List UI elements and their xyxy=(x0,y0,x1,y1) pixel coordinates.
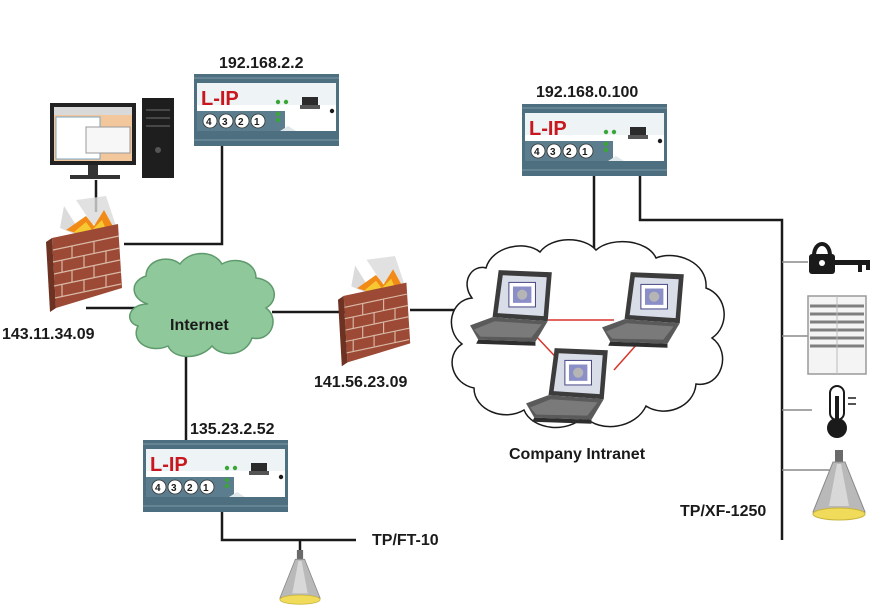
lip-right-port-4: 4 xyxy=(534,147,540,158)
desktop-computer[interactable] xyxy=(50,98,174,179)
lip-top-brand: L-IP xyxy=(201,88,239,110)
lip-right-port-3: 3 xyxy=(550,147,556,158)
lip-top-ip-label: 192.168.2.2 xyxy=(219,55,304,72)
lip-bottom-port-3: 3 xyxy=(171,483,177,494)
lamp-icon-tpft[interactable] xyxy=(279,550,321,605)
link-firewall-lip-top xyxy=(124,146,224,246)
lip-top-port-3: 3 xyxy=(222,117,228,128)
lip-bottom-port-2: 2 xyxy=(187,483,193,494)
firewall-middle[interactable] xyxy=(338,256,411,367)
lip-device-top[interactable]: L-IP 4 3 2 1 xyxy=(194,74,339,146)
firewall-left-ip-label: 143.11.34.09 xyxy=(2,326,95,343)
lip-right-port-2: 2 xyxy=(566,147,572,158)
lip-bottom-brand: L-IP xyxy=(150,454,188,476)
intranet-label: Company Intranet xyxy=(509,446,646,463)
firewall-middle-ip-label: 141.56.23.09 xyxy=(314,374,408,391)
pc-tower xyxy=(142,98,174,178)
lip-top-port-2: 2 xyxy=(238,117,244,128)
lip-right-brand: L-IP xyxy=(529,118,567,140)
lamp-icon-tpxf[interactable] xyxy=(812,450,866,521)
lip-top-port-4: 4 xyxy=(206,117,212,128)
link-lip-right-tpxf xyxy=(638,176,784,540)
tpft-bus-label: TP/FT-10 xyxy=(372,532,439,549)
internet-label: Internet xyxy=(170,317,229,334)
lip-top-port-1: 1 xyxy=(254,117,260,128)
lip-device-bottom[interactable]: L-IP 4 3 2 1 xyxy=(143,440,288,512)
thermometer-icon[interactable] xyxy=(827,385,856,438)
firewall-left[interactable] xyxy=(46,196,123,313)
lip-bottom-port-4: 4 xyxy=(155,483,161,494)
lip-right-port-1: 1 xyxy=(582,147,588,158)
internet-cloud[interactable] xyxy=(128,252,276,358)
lock-key-icon[interactable] xyxy=(809,242,870,274)
bus-taps xyxy=(782,261,836,471)
blinds-icon[interactable] xyxy=(807,295,867,375)
tpxf-bus-label: TP/XF-1250 xyxy=(680,503,766,520)
lip-bottom-ip-label: 135.23.2.52 xyxy=(190,421,275,438)
lip-device-right[interactable]: L-IP 4 3 2 1 xyxy=(522,104,667,176)
link-lip-bottom-tpft xyxy=(220,512,356,542)
lip-right-ip-label: 192.168.0.100 xyxy=(536,84,638,101)
lip-bottom-port-1: 1 xyxy=(203,483,209,494)
network-links xyxy=(86,146,784,552)
